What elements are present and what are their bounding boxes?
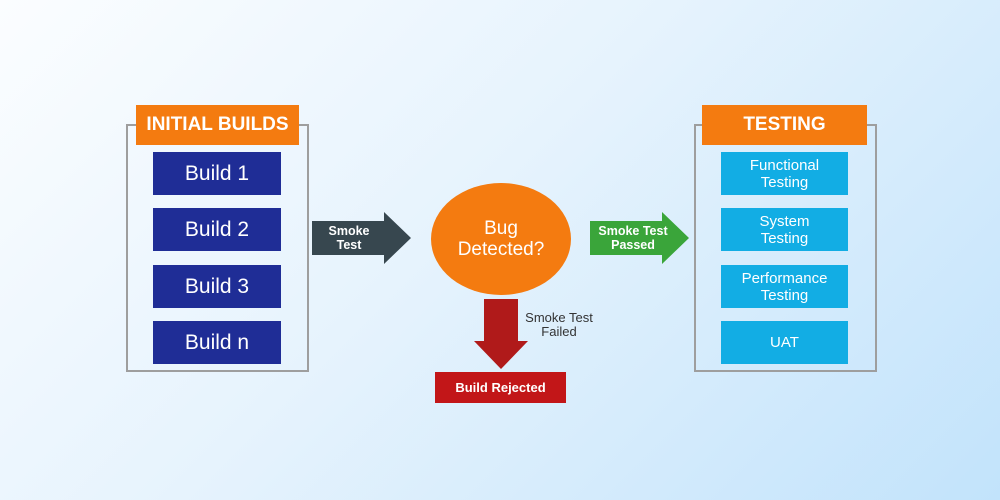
- initial-builds-panel: [126, 124, 309, 372]
- smoke-test-passed-arrow: [590, 212, 689, 264]
- build-n-box: Build n: [153, 321, 281, 364]
- smoke-test-arrow: [312, 212, 411, 264]
- build-3-box: Build 3: [153, 265, 281, 308]
- system-testing-box: System Testing: [721, 208, 848, 251]
- smoke-test-failed-label: Smoke Test Failed: [525, 310, 593, 339]
- testing-header: TESTING: [702, 105, 867, 145]
- smoke-test-failed-arrow: [474, 299, 528, 369]
- smoke-test-arrow-label: Smoke Test: [328, 224, 370, 252]
- uat-box: UAT: [721, 321, 848, 364]
- bug-detected-decision: Bug Detected?: [431, 183, 571, 295]
- functional-testing-box: Functional Testing: [721, 152, 848, 195]
- testing-panel: [694, 124, 877, 372]
- smoke-test-passed-label: Smoke Test Passed: [598, 224, 668, 252]
- performance-testing-box: Performance Testing: [721, 265, 848, 308]
- build-2-box: Build 2: [153, 208, 281, 251]
- build-rejected-box: Build Rejected: [435, 372, 566, 403]
- initial-builds-header: INITIAL BUILDS: [136, 105, 299, 145]
- build-1-box: Build 1: [153, 152, 281, 195]
